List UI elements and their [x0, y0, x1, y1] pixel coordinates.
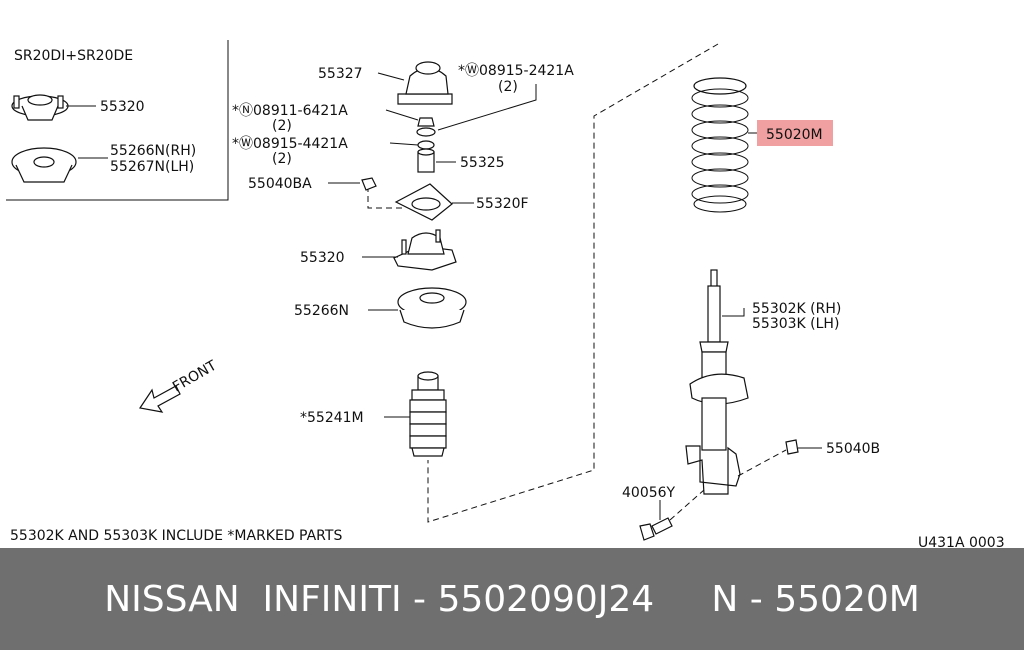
label-washer-08915-2421A: *Ⓦ08915-2421A [458, 63, 574, 79]
inset-title: SR20DI+SR20DE [14, 48, 133, 64]
dust-boot-icon [409, 371, 447, 457]
label-55266N: 55266N [294, 303, 349, 319]
label-nut-08911-6421A: *Ⓝ08911-6421A [232, 103, 348, 119]
inset-seat-rh-label: 55266N(RH) [110, 143, 196, 159]
bolt-icon [639, 517, 673, 541]
label-40056Y: 40056Y [622, 485, 676, 501]
label-55040B: 55040B [826, 441, 880, 457]
part-number-banner: NISSAN INFINITI - 5502090J24 N - 55020M [0, 548, 1024, 650]
parts-diagram: SR20DI+SR20DE 55320 55266N(RH) 55267N(LH… [6, 40, 1005, 548]
strut-mount-icon [393, 229, 457, 271]
label-55327: 55327 [318, 66, 363, 82]
label-washer-08915-4421A: *Ⓦ08915-4421A [232, 136, 348, 152]
diagram-code: U431A 0003 [918, 535, 1005, 548]
assembly-frame [427, 43, 719, 523]
front-arrow-icon: FRONT [138, 357, 220, 413]
label-55303K: 55303K (LH) [752, 316, 839, 332]
label-55320: 55320 [300, 250, 345, 266]
plate-icon [394, 183, 453, 221]
inset-mount-label: 55320 [100, 99, 145, 115]
small-nut-icon [361, 177, 377, 191]
spring-seat-icon [397, 287, 467, 329]
label-55020M-highlight [757, 120, 833, 146]
inset-mount-icon [11, 94, 69, 121]
lower-nut-icon [785, 439, 799, 455]
coil-spring-icon [691, 77, 749, 213]
inset-panel: SR20DI+SR20DE 55320 55266N(RH) 55267N(LH… [6, 40, 229, 201]
label-55020M: 55020M [766, 127, 823, 143]
label-washer-4421A-qty: (2) [272, 151, 292, 167]
inset-seat-lh-label: 55267N(LH) [110, 159, 194, 175]
bushing-icon [417, 148, 435, 173]
label-55325: 55325 [460, 155, 505, 171]
label-55302K: 55302K (RH) [752, 301, 841, 317]
nut-icon [416, 117, 436, 150]
front-label: FRONT [170, 357, 220, 395]
label-55241M: *55241M [300, 410, 364, 426]
inset-seat-icon [11, 147, 77, 183]
label-55040BA: 55040BA [248, 176, 312, 192]
label-nut-6421A-qty: (2) [272, 118, 292, 134]
strut-assembly-icon [685, 269, 749, 495]
footnote: 55302K AND 55303K INCLUDE *MARKED PARTS [10, 528, 342, 544]
label-55320F: 55320F [476, 196, 529, 212]
label-washer-2421A-qty: (2) [498, 79, 518, 95]
upper-cap-icon [397, 61, 453, 105]
